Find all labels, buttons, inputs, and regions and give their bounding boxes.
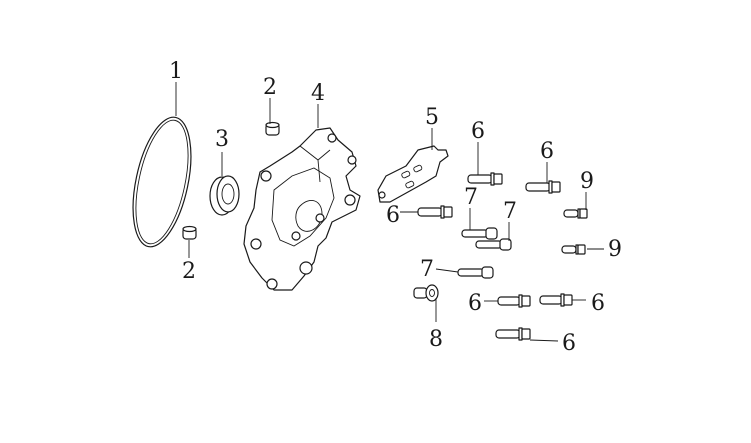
flange-bolt-a (467, 172, 503, 186)
callout-9-a: 9 (580, 169, 594, 194)
drain-bolt-part (413, 284, 439, 302)
cap-screw-a (461, 227, 498, 240)
callout-7-c: 7 (420, 257, 434, 282)
o-ring-part (132, 116, 192, 248)
callout-6-b: 6 (540, 139, 554, 164)
small-bolt-a (563, 208, 588, 219)
flange-bolt-d (497, 294, 531, 308)
callout-2-lower: 2 (182, 259, 196, 284)
flange-bolt-f (495, 327, 531, 341)
callout-1: 1 (169, 59, 183, 84)
callout-6-e: 6 (591, 291, 605, 316)
cap-screw-b (475, 238, 512, 251)
callout-6-c: 6 (386, 203, 400, 228)
callout-2-upper: 2 (263, 75, 277, 100)
callout-6-f: 6 (562, 331, 576, 356)
callout-7-b: 7 (503, 199, 517, 224)
dowel-pin-lower (182, 225, 197, 240)
cover-housing-part (243, 127, 361, 291)
cap-screw-c (457, 266, 494, 279)
bracket-plate-part (377, 145, 449, 203)
flange-bolt-b (525, 180, 561, 194)
dowel-pin-upper (265, 121, 280, 136)
leader-lines (175, 82, 604, 342)
callout-5: 5 (425, 105, 439, 130)
callout-6-a: 6 (471, 119, 485, 144)
small-bolt-b (561, 244, 586, 255)
callout-3: 3 (215, 127, 229, 152)
flange-bolt-c (417, 205, 453, 219)
callout-6-d: 6 (468, 291, 482, 316)
flange-bolt-e (539, 293, 573, 307)
callout-9-b: 9 (608, 237, 622, 262)
callout-4: 4 (311, 81, 325, 106)
callout-8: 8 (429, 327, 443, 352)
oil-seal-part (209, 175, 240, 216)
callout-7-a: 7 (464, 185, 478, 210)
